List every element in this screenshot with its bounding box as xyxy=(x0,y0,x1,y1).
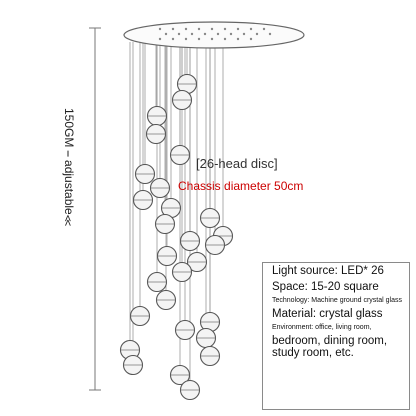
glass-globe xyxy=(204,234,226,256)
glass-globe xyxy=(179,230,201,252)
canopy-socket xyxy=(236,27,240,31)
glass-globe xyxy=(171,261,193,283)
glass-globe xyxy=(134,163,156,185)
glass-globe xyxy=(169,364,191,386)
glass-globe xyxy=(149,177,171,199)
height-dimension-line xyxy=(89,27,101,391)
canopy-socket xyxy=(164,32,168,36)
canopy-socket xyxy=(249,37,253,41)
canopy-socket xyxy=(242,32,246,36)
spec-box: Light source: LED* 26 Space: 15-20 squar… xyxy=(262,262,410,410)
canopy-socket xyxy=(249,27,253,31)
glass-globe xyxy=(146,105,168,127)
height-label: 150GM ⎯ adjustable≪ xyxy=(62,108,76,227)
glass-globe xyxy=(199,345,221,367)
canopy-socket xyxy=(184,27,188,31)
rooms-spec: bedroom, dining room, study room, etc. xyxy=(272,335,388,360)
canopy-socket xyxy=(197,37,201,41)
canopy-socket xyxy=(223,37,227,41)
canopy-socket xyxy=(262,27,266,31)
canopy-socket xyxy=(171,37,175,41)
canopy-socket xyxy=(255,32,259,36)
glass-globe xyxy=(154,213,176,235)
canopy-socket xyxy=(171,27,175,31)
glass-globe xyxy=(174,319,196,341)
glass-globe xyxy=(132,189,154,211)
glass-globe xyxy=(179,379,201,401)
light-source-spec: Light source: LED* 26 xyxy=(272,265,384,277)
pendant-lights xyxy=(119,42,234,401)
canopy-socket xyxy=(197,27,201,31)
environment-spec: Environment: office, living room, xyxy=(272,324,372,332)
ceiling-disc xyxy=(123,21,305,49)
canopy-socket xyxy=(158,37,162,41)
material-spec: Material: crystal glass xyxy=(272,308,383,321)
glass-globe xyxy=(155,289,177,311)
canopy-socket xyxy=(184,37,188,41)
glass-globe xyxy=(186,251,208,273)
canopy-socket xyxy=(177,32,181,36)
glass-globe xyxy=(146,271,168,293)
canopy-socket xyxy=(216,32,220,36)
space-spec: Space: 15-20 square xyxy=(272,281,379,294)
glass-globe xyxy=(176,73,198,95)
glass-globe xyxy=(122,354,144,376)
glass-globe xyxy=(156,245,178,267)
glass-globe xyxy=(169,144,191,166)
glass-globe xyxy=(129,305,151,327)
chassis-diameter-label: Chassis diameter 50cm xyxy=(178,179,304,193)
canopy-socket xyxy=(203,32,207,36)
canopy-socket xyxy=(223,27,227,31)
canopy-socket xyxy=(236,37,240,41)
canopy-socket xyxy=(210,27,214,31)
glass-globe xyxy=(195,327,217,349)
canopy-socket xyxy=(158,27,162,31)
glass-globe xyxy=(199,207,221,229)
canopy-socket xyxy=(190,32,194,36)
head-count-label: [26-head disc] xyxy=(196,156,278,171)
canopy-socket xyxy=(229,32,233,36)
canopy-socket xyxy=(268,32,272,36)
glass-globe xyxy=(145,123,167,145)
glass-globe xyxy=(171,89,193,111)
technology-spec: Technology: Machine ground crystal glass xyxy=(272,297,402,305)
canopy-socket xyxy=(210,37,214,41)
